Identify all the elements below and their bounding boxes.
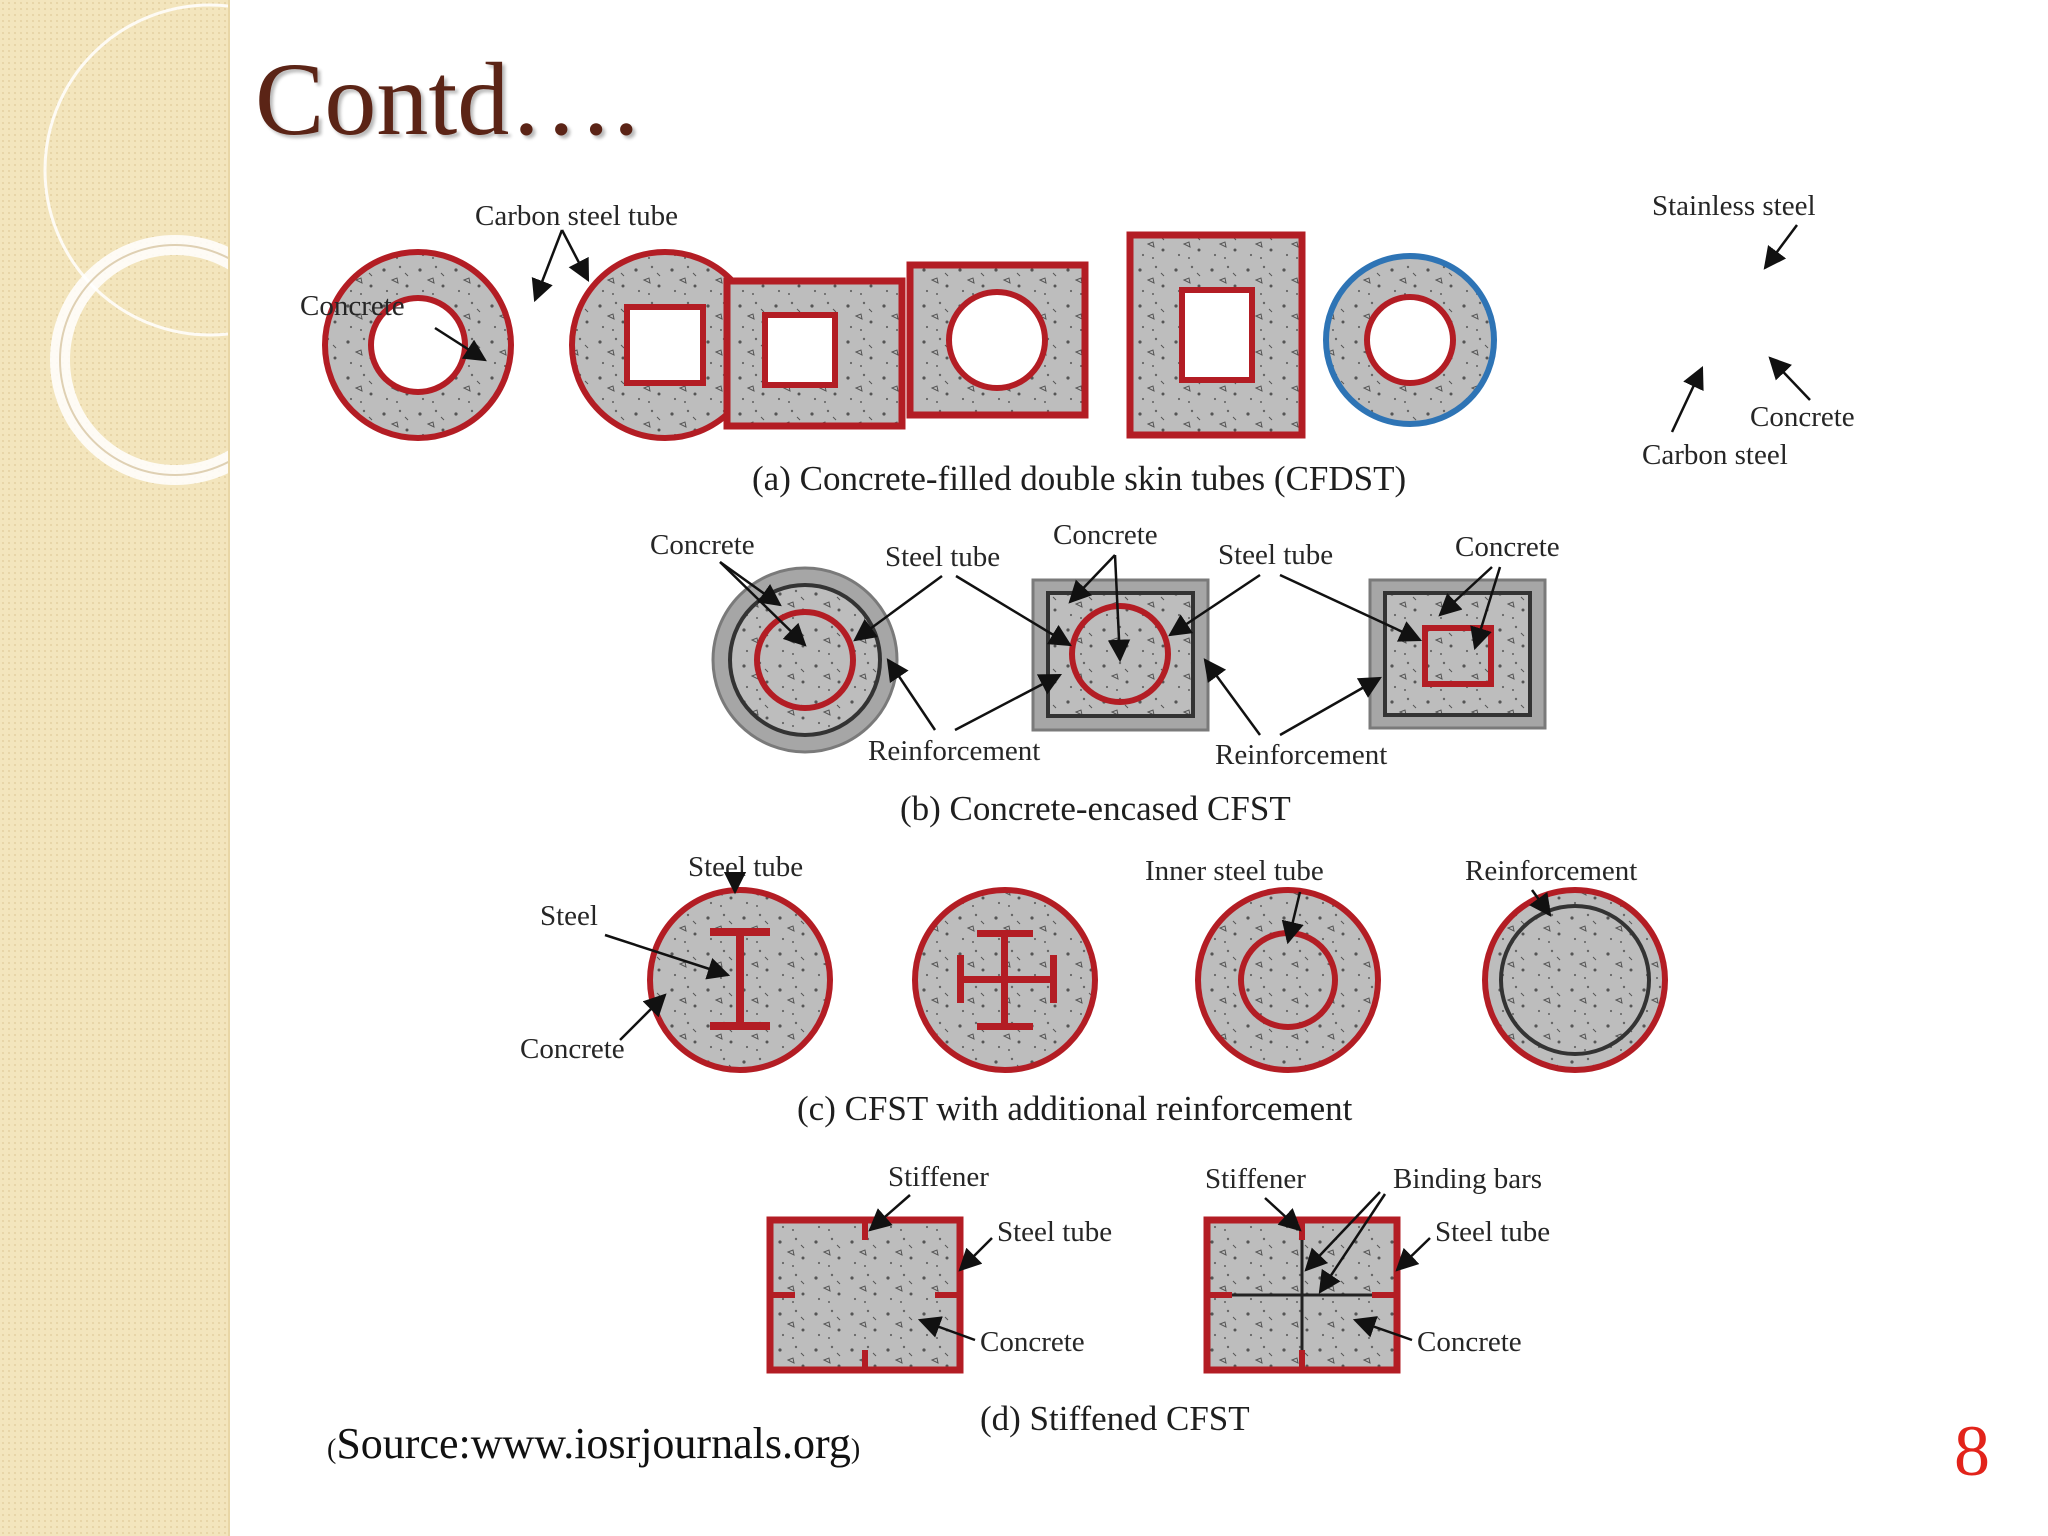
- cfst-steel-section: [647, 887, 833, 1073]
- stiffened-section-1: [766, 1216, 964, 1374]
- label-concrete-a: Concrete: [300, 290, 405, 322]
- page-number: 8: [1954, 1411, 1990, 1491]
- label-concrete-d2: Concrete: [1417, 1326, 1522, 1358]
- decorative-rings: [43, 3, 228, 485]
- caption-b: (b) Concrete-encased CFST: [900, 789, 1291, 828]
- cfst-reinforcement-section: [1482, 887, 1668, 1073]
- row-b-concrete-encased: Concrete Steel tube Concrete Steel tube …: [650, 519, 1560, 828]
- label-steel-tube-b2: Steel tube: [1218, 539, 1333, 571]
- label-steel-c: Steel: [540, 900, 598, 932]
- decorative-sidebar: [0, 0, 230, 1536]
- row-a-cfdst: Carbon steel tube Concrete Stainless ste…: [300, 190, 1855, 498]
- label-steel-tube-c: Steel tube: [688, 851, 803, 883]
- stiffened-section-2: [1203, 1216, 1401, 1374]
- row-d-stiffened: Stiffener Steel tube Concrete Stiffener …: [766, 1161, 1550, 1438]
- cfst-cruciform-section: [912, 887, 1098, 1073]
- row-c-additional-reinforcement: Steel tube Steel Concrete Inner steel tu…: [520, 851, 1668, 1128]
- cfdst-square-square-inner: [762, 312, 838, 388]
- cfst-inner-tube-section: [1195, 887, 1381, 1073]
- slide-title: Contd….: [255, 42, 640, 157]
- cfdst-circle-circle-section: [322, 249, 514, 441]
- cfdst-stainless-section: [1323, 253, 1497, 427]
- label-steel-tube-d2: Steel tube: [1435, 1216, 1550, 1248]
- caption-c: (c) CFST with additional reinforcement: [797, 1089, 1353, 1128]
- label-stainless-steel: Stainless steel: [1652, 190, 1816, 222]
- label-concrete-b2: Concrete: [1053, 519, 1158, 551]
- caption-d: (d) Stiffened CFST: [980, 1399, 1250, 1438]
- label-steel-tube-d1: Steel tube: [997, 1216, 1112, 1248]
- label-steel-tube-b1: Steel tube: [885, 541, 1000, 573]
- label-carbon-steel-tube: Carbon steel tube: [475, 200, 678, 232]
- label-reinforcement-c: Reinforcement: [1465, 855, 1637, 887]
- label-concrete-d1: Concrete: [980, 1326, 1085, 1358]
- cfst-diagram: Carbon steel tube Concrete Stainless ste…: [300, 190, 1855, 1438]
- source-open-paren: (: [327, 1434, 337, 1465]
- label-reinforcement-b1: Reinforcement: [868, 735, 1040, 767]
- label-concrete-c: Concrete: [520, 1033, 625, 1065]
- label-inner-steel-tube: Inner steel tube: [1145, 855, 1324, 887]
- label-carbon-steel: Carbon steel: [1642, 439, 1788, 471]
- cfdst-square-circle-section: [906, 261, 1089, 419]
- label-concrete-b3: Concrete: [1455, 531, 1560, 563]
- source-close-paren: ): [850, 1434, 861, 1465]
- source-text: Source:www.iosrjournals.org: [336, 1419, 851, 1468]
- label-stiffener-d2: Stiffener: [1205, 1163, 1306, 1195]
- cfst-cross-sections-figure: Carbon steel tube Concrete Stainless ste…: [270, 190, 1990, 1470]
- cfdst-rectangle-section: [1126, 231, 1306, 439]
- encased-circular-section: [711, 566, 899, 754]
- cfdst-circle-square-section: [569, 249, 761, 441]
- label-stiffener-d1: Stiffener: [888, 1161, 989, 1193]
- source-citation: (Source:www.iosrjournals.org): [327, 1418, 860, 1469]
- label-concrete-stainless: Concrete: [1750, 401, 1855, 433]
- label-binding-bars: Binding bars: [1393, 1163, 1542, 1195]
- encased-square-square-section: [1368, 578, 1547, 730]
- label-concrete-b1: Concrete: [650, 529, 755, 561]
- caption-a: (a) Concrete-filled double skin tubes (C…: [752, 459, 1406, 498]
- label-reinforcement-b2: Reinforcement: [1215, 739, 1387, 771]
